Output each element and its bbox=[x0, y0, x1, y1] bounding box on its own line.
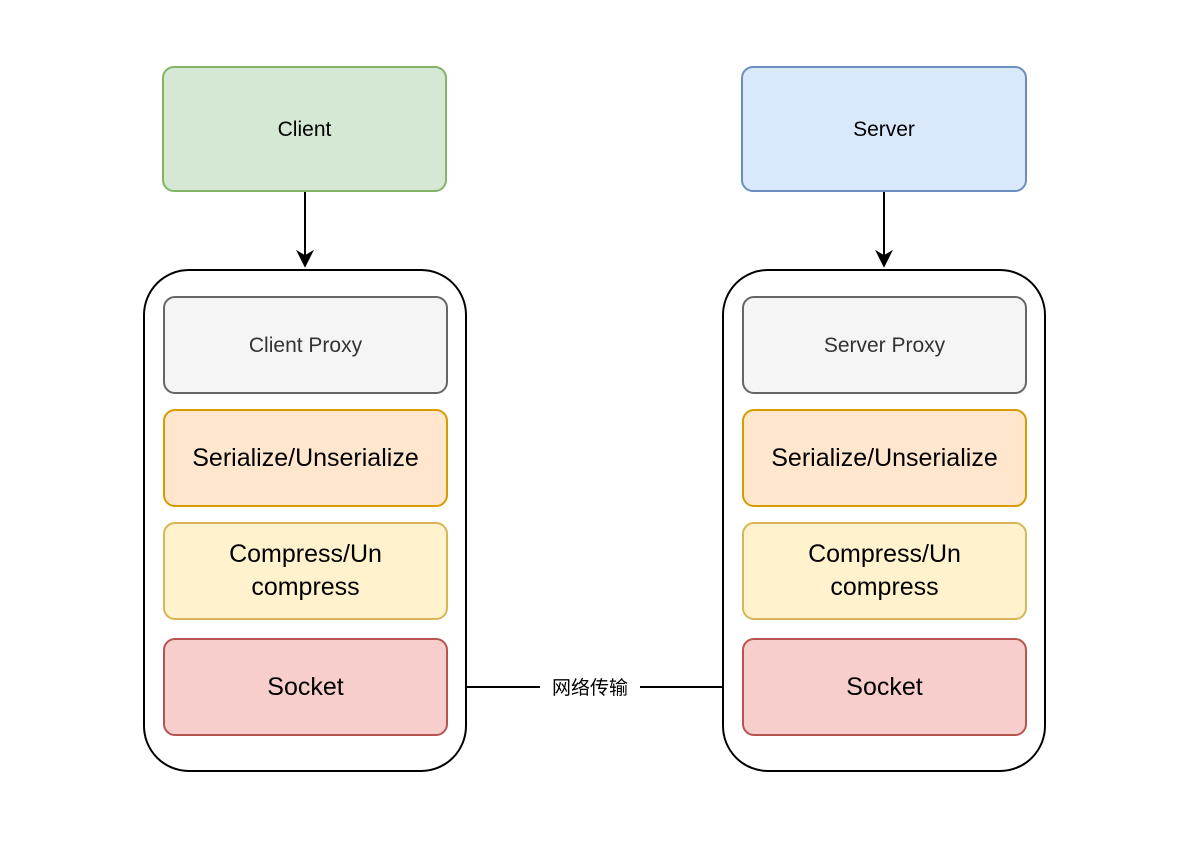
server-compress-label: Compress/Un compress bbox=[808, 540, 961, 601]
server-socket-label: Socket bbox=[846, 672, 923, 701]
server-serialize-label: Serialize/Unserialize bbox=[771, 443, 998, 472]
client-node: Client bbox=[162, 66, 447, 192]
client-proxy-label: Client Proxy bbox=[248, 333, 363, 357]
client-compress-label: Compress/Un compress bbox=[229, 540, 382, 601]
server-title: Server bbox=[853, 117, 915, 141]
client-title: Client bbox=[277, 117, 332, 141]
server-proxy-label: Server Proxy bbox=[823, 333, 946, 357]
client-serialize-layer: Serialize/Unserialize bbox=[163, 409, 448, 507]
server-socket-layer: Socket bbox=[742, 638, 1027, 736]
client-socket-layer: Socket bbox=[163, 638, 448, 736]
client-serialize-label: Serialize/Unserialize bbox=[192, 443, 419, 472]
server-serialize-layer: Serialize/Unserialize bbox=[742, 409, 1027, 507]
server-proxy-layer: Server Proxy bbox=[742, 296, 1027, 394]
client-compress-layer: Compress/Un compress bbox=[163, 522, 448, 620]
server-node: Server bbox=[741, 66, 1027, 192]
server-compress-layer: Compress/Un compress bbox=[742, 522, 1027, 620]
network-link-label: 网络传输 bbox=[540, 676, 640, 700]
client-proxy-layer: Client Proxy bbox=[163, 296, 448, 394]
client-socket-label: Socket bbox=[267, 672, 344, 701]
